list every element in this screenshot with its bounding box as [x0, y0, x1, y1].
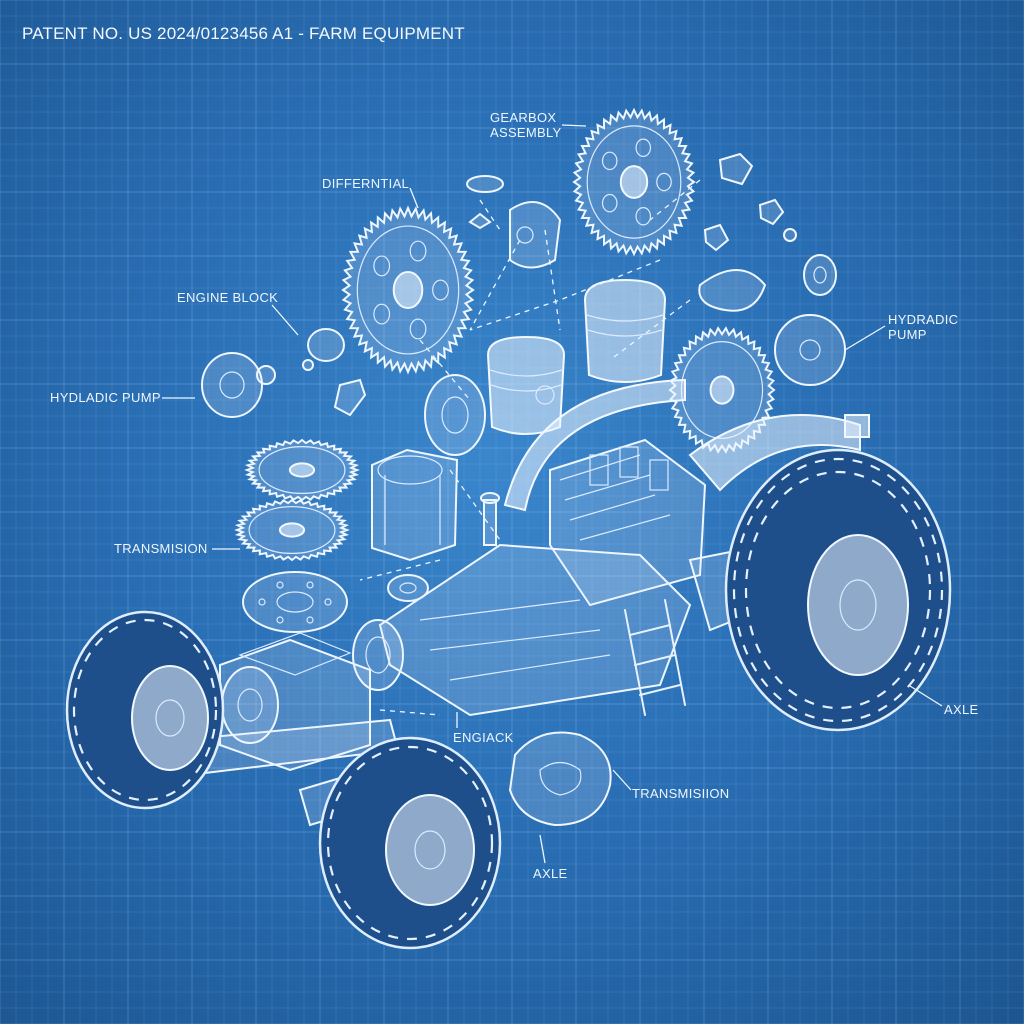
- gear-left-1: [244, 438, 360, 502]
- label-engiack: ENGIACK: [453, 730, 514, 745]
- label-axle-right: AXLE: [944, 702, 979, 717]
- front-right-wheel: [318, 736, 502, 950]
- label-differential: DIFFERNTIAL: [322, 176, 410, 191]
- front-axle-housing: [219, 632, 371, 827]
- label-engine-block: ENGINE BLOCK: [177, 290, 279, 305]
- flange-plate: [242, 571, 348, 633]
- gear-right-middle: [668, 326, 776, 454]
- gear-top-right: [572, 107, 696, 257]
- fender: [503, 378, 870, 512]
- small-hardware-parts: [201, 152, 846, 827]
- label-leaders: [162, 124, 943, 864]
- transmission-housing: [352, 492, 692, 717]
- cylinder-housing: [371, 448, 459, 562]
- pistons: [486, 278, 667, 435]
- gear-differential: [341, 205, 475, 375]
- label-hydraulic-pump-right: HYDRADIC PUMP: [888, 312, 959, 342]
- step-ladder: [624, 599, 686, 716]
- label-transmission-bottom: TRANSMISIION: [632, 786, 730, 801]
- patent-title: PATENT NO. US 2024/0123456 A1 - FARM EQU…: [22, 24, 465, 43]
- label-gearbox-assembly: GEARBOX ASSEMBLY: [490, 110, 562, 140]
- gear-left-2: [234, 498, 350, 562]
- front-left-wheel: [65, 610, 225, 810]
- label-hydraulic-pump-left: HYDLADIC PUMP: [50, 390, 161, 405]
- engine: [549, 438, 707, 607]
- label-transmission-left: TRANSMISION: [114, 541, 208, 556]
- rear-wheel: [724, 448, 952, 732]
- label-axle-bottom: AXLE: [533, 866, 568, 881]
